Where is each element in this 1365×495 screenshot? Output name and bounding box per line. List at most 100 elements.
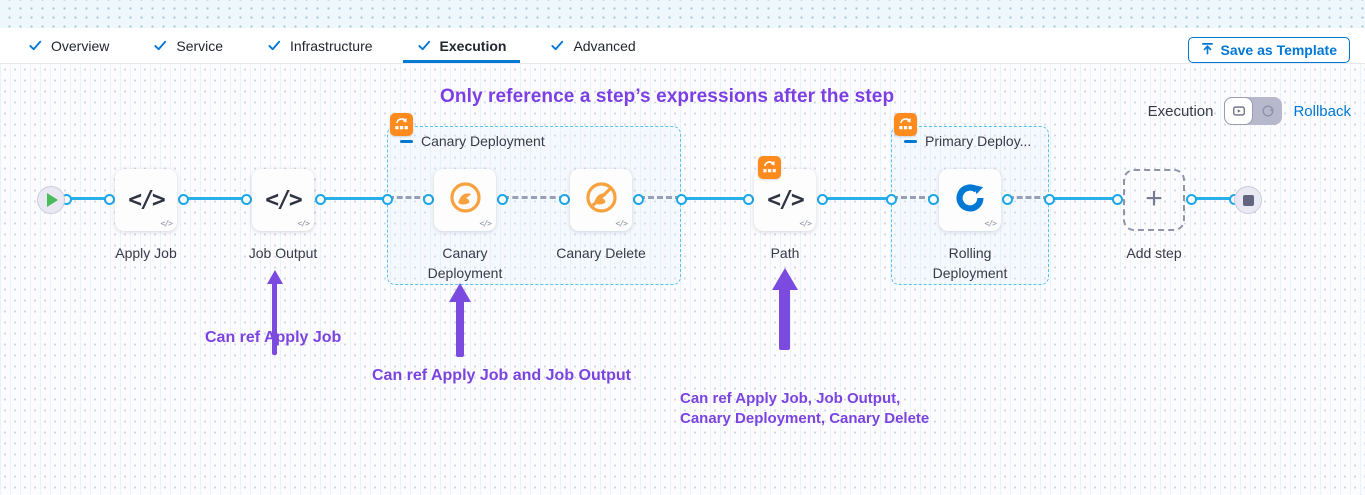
port[interactable] — [817, 194, 828, 205]
template-code-icon: </> — [297, 219, 310, 228]
upload-icon — [1201, 42, 1214, 58]
template-code-icon: </> — [799, 219, 812, 228]
connector — [1191, 197, 1235, 200]
canary-delete-icon — [584, 180, 619, 220]
tab-label: Execution — [439, 37, 507, 54]
tab-label: Advanced — [573, 37, 636, 54]
code-icon: </> — [265, 187, 303, 213]
port[interactable] — [423, 194, 434, 205]
port[interactable] — [382, 194, 393, 205]
step-label-apply-job: Apply Job — [115, 245, 177, 261]
execution-mode-label: Execution — [1147, 102, 1214, 120]
rolling-strategy-badge — [758, 156, 781, 179]
rollback-icon — [1262, 105, 1274, 117]
port[interactable] — [497, 194, 508, 205]
save-as-template-label: Save as Template — [1220, 42, 1337, 58]
play-icon — [47, 193, 58, 207]
top-dotted-strip — [0, 0, 1365, 28]
connector — [66, 197, 111, 200]
stage-tabbar: Overview Service Infrastructure Executio… — [0, 28, 1365, 64]
step-label-job-output: Job Output — [248, 245, 318, 261]
rolling-strategy-badge — [894, 113, 917, 136]
tab-label: Service — [176, 37, 224, 54]
collapse-group-icon[interactable] — [400, 139, 413, 143]
collapse-group-icon[interactable] — [904, 139, 917, 143]
canary-icon — [448, 180, 483, 220]
annotation-can-ref-apply-and-output: Can ref Apply Job and Job Output — [372, 367, 631, 384]
step-label-canary-deployment: Canary Deployment — [427, 245, 503, 281]
tab-advanced[interactable]: Advanced — [536, 28, 649, 63]
port[interactable] — [743, 194, 754, 205]
rolling-strategy-badge — [390, 113, 413, 136]
step-label-path: Path — [770, 245, 800, 261]
step-label-canary-delete: Canary Delete — [556, 245, 646, 261]
port[interactable] — [928, 194, 939, 205]
execution-rollback-toggle — [1224, 97, 1283, 125]
port[interactable] — [104, 194, 115, 205]
dashed-connector — [503, 196, 565, 199]
pipeline-canvas[interactable] — [0, 64, 1365, 495]
tab-label: Infrastructure — [290, 37, 373, 54]
step-node-path[interactable]: </> </> — [754, 169, 816, 231]
tab-execution[interactable]: Execution — [402, 28, 521, 63]
check-icon — [417, 38, 432, 53]
port[interactable] — [1186, 194, 1197, 205]
step-label-rolling-deployment: Rolling Deployment — [932, 245, 1008, 281]
annotation-arrow-icon — [267, 270, 283, 284]
port[interactable] — [1044, 194, 1055, 205]
pipeline-end-node[interactable] — [1234, 186, 1262, 214]
connector — [320, 197, 388, 200]
code-icon: </> — [767, 187, 805, 213]
pipeline-start-node[interactable] — [37, 186, 65, 214]
annotation-arrow-shaft — [456, 299, 464, 357]
annotation-arrow-icon — [449, 283, 471, 302]
annotation-heading: Only reference a step’s expressions afte… — [440, 86, 895, 107]
group-header-canary: Canary Deployment — [400, 133, 545, 149]
execution-mode-button[interactable] — [1224, 97, 1254, 125]
connector — [822, 197, 892, 200]
step-node-canary-deployment[interactable]: </> — [434, 169, 496, 231]
add-step-button[interactable]: + — [1123, 169, 1185, 231]
tab-infrastructure[interactable]: Infrastructure — [253, 28, 386, 63]
dashed-connector — [1008, 196, 1049, 199]
template-code-icon: </> — [984, 219, 997, 228]
connector — [1049, 197, 1118, 200]
step-node-canary-delete[interactable]: </> — [570, 169, 632, 231]
annotation-arrow-shaft — [779, 287, 790, 350]
step-node-apply-job[interactable]: </> </> — [115, 169, 177, 231]
annotation-line: Canary Deployment, Canary Delete — [680, 410, 930, 427]
port[interactable] — [1002, 194, 1013, 205]
check-icon — [267, 38, 282, 53]
rollback-link[interactable]: Rollback — [1293, 102, 1351, 120]
dashed-connector — [388, 196, 429, 199]
step-node-job-output[interactable]: </> </> — [252, 169, 314, 231]
code-icon: </> — [128, 187, 166, 213]
template-code-icon: </> — [160, 219, 173, 228]
port[interactable] — [633, 194, 644, 205]
annotation-can-ref-path: Can ref Apply Job, Job Output, Canary De… — [680, 389, 929, 429]
template-code-icon: </> — [615, 219, 628, 228]
port[interactable] — [559, 194, 570, 205]
port[interactable] — [886, 194, 897, 205]
save-as-template-button[interactable]: Save as Template — [1187, 37, 1350, 63]
plus-icon: + — [1145, 181, 1163, 215]
execution-mode-row: Execution Rollback — [1148, 97, 1351, 125]
rollback-mode-button[interactable] — [1253, 97, 1282, 125]
step-node-rolling-deployment[interactable]: </> — [939, 169, 1001, 231]
tab-service[interactable]: Service — [139, 28, 237, 63]
port[interactable] — [178, 194, 189, 205]
step-label-add-step: Add step — [1126, 245, 1182, 261]
check-icon — [550, 38, 565, 53]
connector — [681, 197, 749, 200]
template-code-icon: </> — [479, 219, 492, 228]
dashed-connector — [892, 196, 934, 199]
tab-overview[interactable]: Overview — [14, 28, 123, 63]
check-icon — [28, 38, 43, 53]
port[interactable] — [241, 194, 252, 205]
port[interactable] — [315, 194, 326, 205]
port[interactable] — [1112, 194, 1123, 205]
execution-icon — [1233, 106, 1245, 116]
group-title: Canary Deployment — [421, 133, 545, 149]
port[interactable] — [676, 194, 687, 205]
